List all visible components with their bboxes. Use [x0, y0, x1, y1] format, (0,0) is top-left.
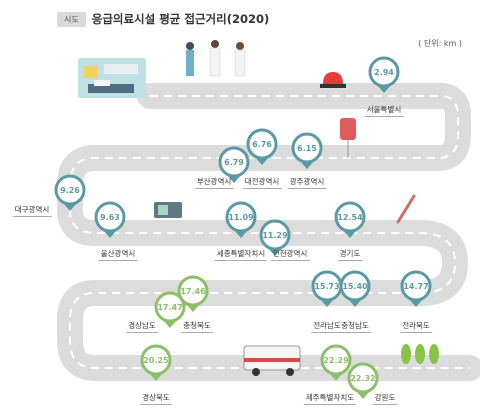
- value-label: 22.32: [350, 374, 375, 383]
- value-label: 14.77: [403, 282, 428, 291]
- value-label: 20.25: [143, 356, 169, 365]
- region-label: 전라남도: [311, 320, 343, 333]
- pin-circle: [94, 201, 126, 233]
- value-pin: 11.29: [259, 219, 291, 256]
- pin-circle: [291, 132, 323, 164]
- region-label: 인천광역시: [270, 248, 310, 261]
- trees-icon: [401, 344, 439, 364]
- region-label: 세종특별자치시: [214, 248, 268, 261]
- value-label: 2.94: [374, 68, 394, 77]
- region-label: 경상남도: [126, 320, 158, 333]
- pin-circle: [347, 362, 379, 394]
- value-pin: 6.76: [246, 128, 278, 165]
- value-pin: 15.40: [339, 270, 371, 307]
- hospital-illustration: [78, 58, 146, 98]
- value-pin: 12.54: [334, 201, 366, 238]
- region-label: 제주특별자치도: [303, 392, 357, 405]
- pin-circle: [140, 344, 172, 376]
- unit-label: ( 단위: km ): [418, 39, 462, 48]
- value-pin: 14.77: [400, 270, 432, 307]
- value-label: 11.29: [262, 231, 288, 240]
- region-badge: 시도: [57, 11, 86, 27]
- value-label: 6.15: [297, 144, 317, 153]
- value-pin: 9.63: [94, 201, 126, 238]
- pin-circle: [339, 270, 371, 302]
- value-pin: 6.79: [218, 146, 250, 183]
- pin-circle: [320, 344, 352, 376]
- pin-circle: [246, 128, 278, 160]
- value-pin: 20.25: [140, 344, 172, 381]
- value-label: 11.09: [228, 213, 254, 222]
- value-label: 9.26: [60, 186, 80, 195]
- pin-circle: [177, 275, 209, 307]
- region-label: 서울특별시: [364, 104, 404, 117]
- region-label: 광주광역시: [287, 176, 327, 189]
- chart-header: 시도 응급의료시설 평균 접근거리(2020): [57, 11, 269, 27]
- region-label: 부산광역시: [194, 176, 234, 189]
- region-label: 충청남도: [339, 320, 371, 333]
- region-label: 강원도: [372, 392, 398, 405]
- value-pin: 22.29: [320, 344, 352, 381]
- region-label: 대전광역시: [242, 176, 282, 189]
- region-label: 대구광역시: [12, 204, 52, 217]
- value-label: 9.63: [100, 213, 120, 222]
- value-label: 15.40: [342, 282, 368, 291]
- pin-circle: [225, 201, 257, 233]
- medical-staff-icon: [186, 40, 246, 77]
- value-pin: 22.32: [347, 362, 379, 399]
- value-pin: 2.94: [368, 56, 400, 93]
- pin-circle: [54, 174, 86, 206]
- value-pin: 9.26: [54, 174, 86, 211]
- value-label: 17.47: [157, 303, 182, 312]
- value-label: 6.79: [224, 158, 244, 167]
- value-label: 22.29: [323, 356, 349, 365]
- region-label: 경상북도: [140, 392, 172, 405]
- thermometer-icon: [396, 194, 416, 224]
- pin-circle: [334, 201, 366, 233]
- road-path: [57, 83, 480, 381]
- pin-circle: [400, 270, 432, 302]
- region-label: 울산광역시: [98, 248, 138, 261]
- value-pin: 17.47: [154, 291, 186, 328]
- siren-icon: [320, 72, 346, 88]
- region-label: 경기도: [337, 248, 363, 261]
- pin-circle: [259, 219, 291, 251]
- pin-circle: [154, 291, 186, 323]
- pin-circle: [368, 56, 400, 88]
- value-pin: 11.09: [225, 201, 257, 238]
- ambulance-icon: [243, 345, 301, 376]
- chart-title: 응급의료시설 평균 접근거리(2020): [91, 12, 270, 26]
- value-label: 6.76: [252, 140, 272, 149]
- defibrillator-icon: [154, 202, 182, 218]
- value-pin: 6.15: [291, 132, 323, 169]
- region-label: 전라북도: [400, 320, 432, 333]
- region-label: 충청북도: [181, 320, 213, 333]
- value-label: 15.73: [314, 282, 339, 291]
- iv-bag-icon: [340, 118, 356, 158]
- value-label: 12.54: [337, 213, 363, 222]
- value-label: 17.46: [180, 287, 206, 296]
- pin-circle: [218, 146, 250, 178]
- value-pin: 17.46: [177, 275, 209, 312]
